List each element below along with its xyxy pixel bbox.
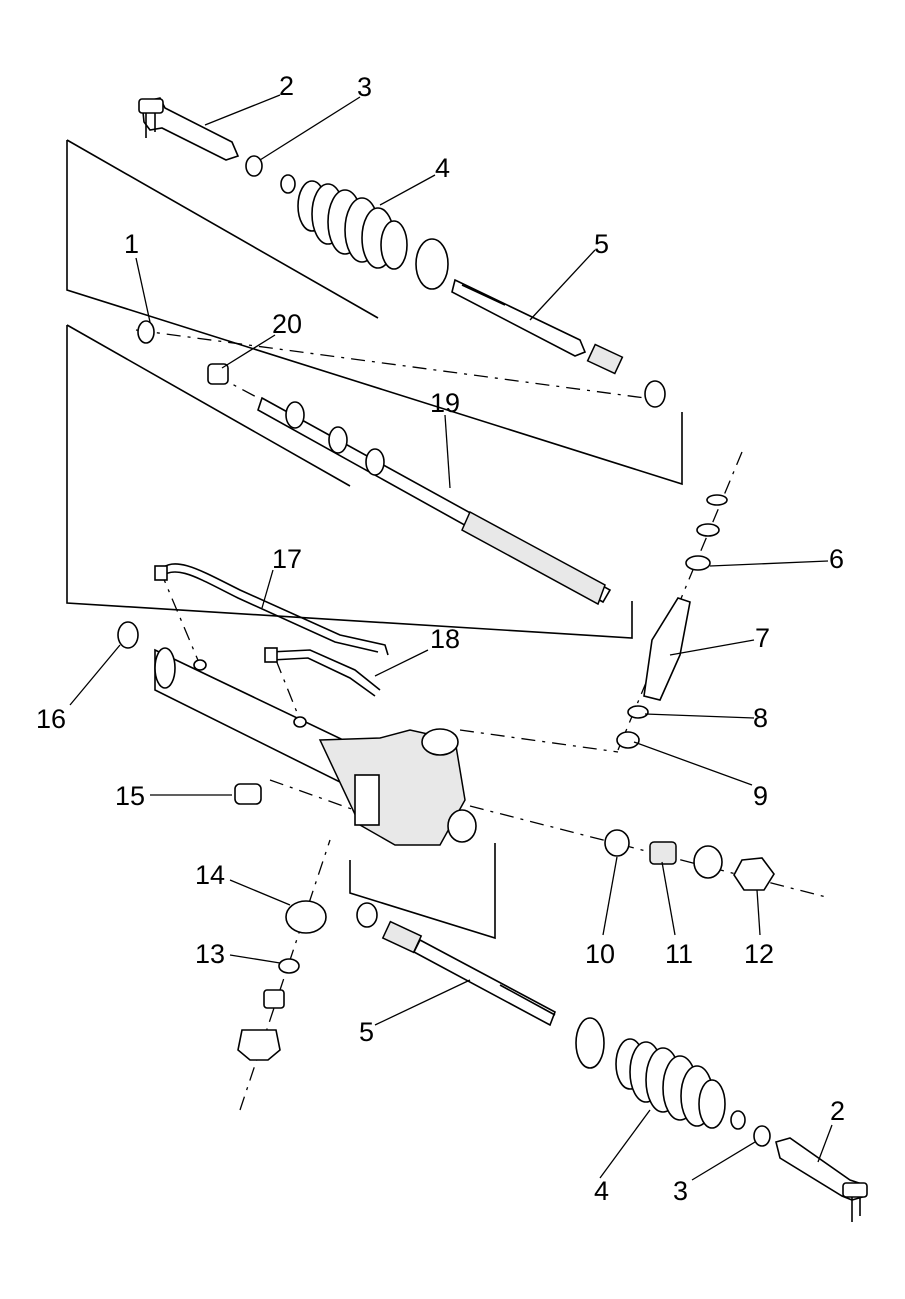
rack-boot-bottom: [575, 1017, 726, 1129]
outer-tie-rod-end-bottom: [775, 1137, 868, 1222]
upper-assembly-bracket: [66, 139, 683, 486]
callout-labels: 2 3 4 5 1 20 19 6 17 7 18 16 8 15 9 14 1…: [36, 71, 845, 1206]
outer-tie-rod-end-top: [138, 97, 240, 161]
callout-9: 9: [753, 781, 768, 811]
callout-7: 7: [755, 623, 770, 653]
callout-6: 6: [829, 544, 844, 574]
callout-19: 19: [430, 388, 460, 418]
adjuster-stack: [604, 829, 775, 891]
callout-5-bottom: 5: [359, 1017, 374, 1047]
rack-19: [257, 396, 612, 606]
callout-2-bottom: 2: [830, 1096, 845, 1126]
callout-16: 16: [36, 704, 66, 734]
callout-2-top: 2: [279, 71, 294, 101]
callout-8: 8: [753, 703, 768, 733]
callout-17: 17: [272, 544, 302, 574]
callout-3-top: 3: [357, 72, 372, 102]
fluid-line-18: [264, 647, 381, 697]
lower-assembly-bracket: [349, 843, 496, 940]
callout-4-top: 4: [435, 153, 450, 183]
bushing-20: [207, 363, 229, 385]
fitting-15: [234, 783, 262, 805]
callout-3-bottom: 3: [673, 1176, 688, 1206]
pinion-stack: [616, 494, 728, 749]
inner-tie-rod-bottom: [356, 902, 557, 1027]
callout-11: 11: [665, 939, 693, 969]
callout-12: 12: [744, 939, 774, 969]
rack-boot-top: [297, 180, 449, 290]
callout-1: 1: [124, 229, 139, 259]
callout-18: 18: [430, 624, 460, 654]
jam-nut-bottom: [730, 1110, 771, 1147]
callout-10: 10: [585, 939, 615, 969]
callout-15: 15: [115, 781, 145, 811]
callout-20: 20: [272, 309, 302, 339]
callout-14: 14: [195, 860, 225, 890]
callout-4-bottom: 4: [594, 1176, 609, 1206]
middle-assembly-bracket: [66, 324, 633, 639]
jam-nut-top: [245, 155, 296, 194]
inner-tie-rod-top: [451, 278, 666, 408]
gear-housing: [117, 621, 477, 846]
callout-5-top: 5: [594, 229, 609, 259]
callout-13: 13: [195, 939, 225, 969]
seal-1: [137, 320, 155, 344]
leader-lines: [69, 94, 833, 1181]
fluid-line-17: [154, 563, 389, 656]
lower-bushing-stack: [237, 900, 327, 1061]
